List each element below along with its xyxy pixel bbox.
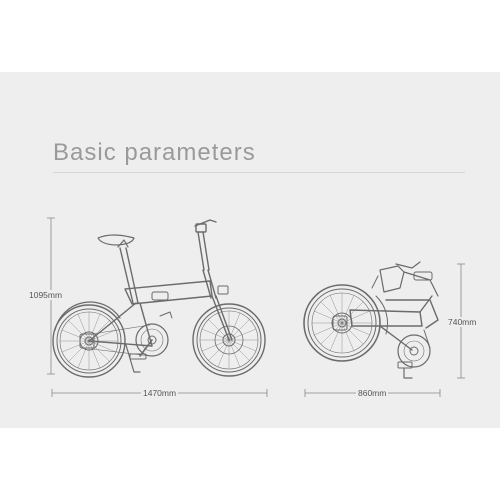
unfolded-bike [52,219,266,378]
chainring [135,311,173,357]
saddle [97,234,135,248]
folded-chainring [397,334,431,368]
unfolded-length-label: 1470mm [141,388,179,398]
bike-frame [88,219,233,347]
title-divider [53,172,465,173]
unfolded-height-label: 1095mm [27,290,65,300]
section-title: Basic parameters [53,139,256,166]
folded-bike [303,261,439,379]
folded-wheel-rear [303,284,381,362]
folded-height-label: 740mm [446,317,479,327]
folded-length-label: 860mm [356,388,389,398]
folded-handlebar [371,261,439,297]
front-wheel [192,303,266,377]
